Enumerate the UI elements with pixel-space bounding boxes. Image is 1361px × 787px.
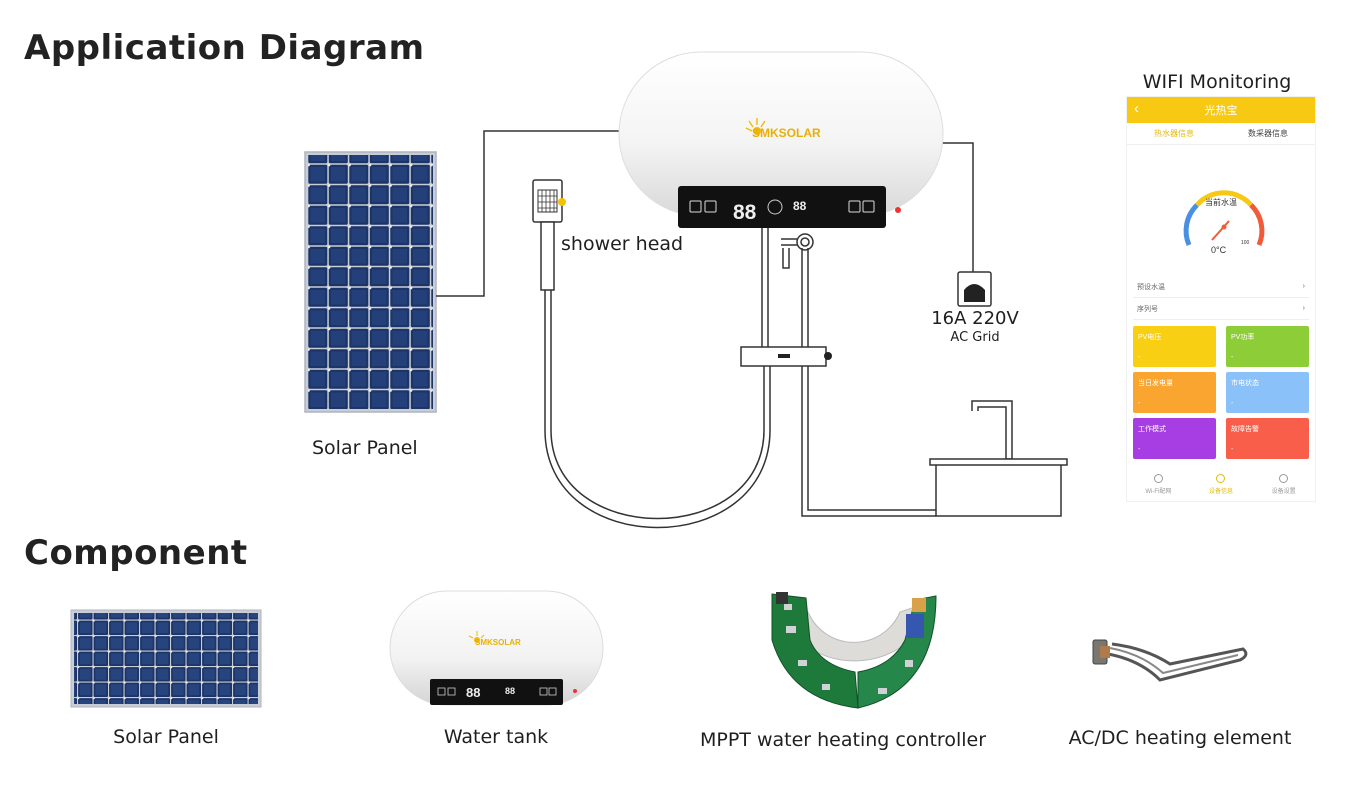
phone-app-screen: ‹ 光热宝 热水器信息 数采器信息 当前水温 0°C 100 预设水温 › 序列号… [1127, 97, 1315, 501]
nav-device-info[interactable]: 设备信息 [1196, 474, 1246, 495]
tile-daily-generation[interactable]: 当日发电量- [1133, 372, 1216, 413]
pipes [544, 228, 936, 529]
nav-device-settings[interactable]: 设备设置 [1259, 474, 1309, 495]
component-mppt-controller-image [771, 592, 937, 709]
app-tabs: 热水器信息 数采器信息 [1127, 123, 1315, 145]
chevron-right-icon: › [1302, 283, 1305, 290]
ac-grid-label: AC Grid [950, 330, 1000, 345]
wifi-monitoring-title: WIFI Monitoring [1142, 71, 1292, 93]
tab-heater-info[interactable]: 热水器信息 [1154, 129, 1194, 138]
app-title: 光热宝 [1204, 105, 1238, 117]
wifi-icon [1153, 474, 1163, 483]
shower-head [532, 179, 566, 291]
gauge-value: 0°C [1211, 245, 1227, 255]
tile-pv-voltage[interactable]: PV电压- [1133, 326, 1216, 367]
tab-collector-info[interactable]: 数采器信息 [1248, 129, 1288, 138]
svg-text:SMKSOLAR: SMKSOLAR [475, 638, 521, 647]
component-solar-panel-label: Solar Panel [113, 726, 219, 748]
gauge-label: 当前水温 [1205, 197, 1237, 207]
component-heating-element-image [1092, 639, 1248, 682]
tank-display-digits-small: 88 [793, 199, 807, 213]
component-solar-panel-image [70, 609, 262, 708]
svg-text:88: 88 [505, 686, 515, 696]
preset-temp-label: 预设水温 [1137, 283, 1165, 291]
serial-number-label: 序列号 [1137, 305, 1158, 313]
app-header: ‹ 光热宝 [1127, 97, 1315, 123]
serial-number-field[interactable]: 序列号 › [1133, 298, 1309, 320]
component-water-tank-image: 88 88 SMKSOLAR [389, 590, 604, 706]
component-heading: Component [24, 533, 248, 573]
back-arrow-icon[interactable]: ‹ [1134, 100, 1139, 117]
application-diagram-heading: Application Diagram [24, 28, 425, 68]
water-tank [618, 51, 944, 228]
solar-panel-label: Solar Panel [312, 437, 418, 459]
bottom-nav: Wi-Fi配网 设备信息 设备设置 [1127, 474, 1315, 495]
nav-wifi-setup[interactable]: Wi-Fi配网 [1133, 474, 1183, 495]
component-mppt-controller-label: MPPT water heating controller [699, 729, 987, 751]
status-tiles: PV电压- PV功率- 当日发电量- 市电状态- 工作模式- 故障告警- [1127, 320, 1315, 459]
svg-text:88: 88 [466, 685, 480, 700]
component-water-tank-label: Water tank [443, 726, 549, 748]
grid-voltage-label: 16A 220V [931, 308, 1019, 329]
component-heating-element-label: AC/DC heating element [1068, 727, 1292, 749]
tank-display-digits: 88 [733, 201, 757, 224]
panel-wire [436, 130, 620, 297]
sink [929, 400, 1068, 517]
wall-socket [957, 271, 992, 307]
tile-grid-status[interactable]: 市电状态- [1226, 372, 1309, 413]
shower-head-label: shower head [561, 233, 684, 255]
grid-wire [938, 142, 974, 272]
gauge-max: 100 [1241, 240, 1250, 246]
tile-pv-power[interactable]: PV功率- [1226, 326, 1309, 367]
solar-panel [304, 151, 437, 413]
temperature-gauge: 当前水温 0°C 100 [1183, 190, 1265, 255]
tank-brand-text: SMKSOLAR [752, 126, 821, 140]
tile-work-mode[interactable]: 工作模式- [1133, 418, 1216, 459]
preset-temp-field[interactable]: 预设水温 › [1133, 276, 1309, 298]
device-icon [1216, 474, 1226, 483]
tile-fault-alarm[interactable]: 故障告警- [1226, 418, 1309, 459]
gear-icon [1279, 474, 1289, 483]
chevron-right-icon: › [1302, 305, 1305, 312]
